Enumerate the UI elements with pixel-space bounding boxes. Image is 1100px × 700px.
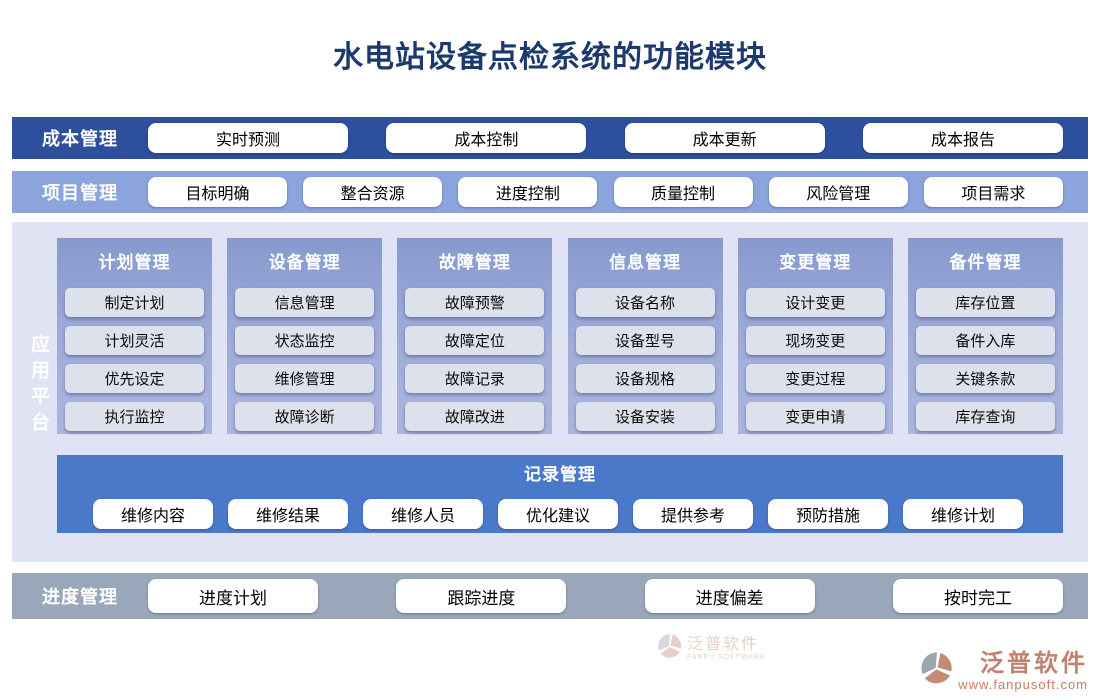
footer-url: www.fanpusoft.com [958,677,1088,692]
project-buttons-group: 目标明确 整合资源 进度控制 质量控制 风险管理 项目需求 [148,177,1063,207]
record-button-repair-personnel[interactable]: 维修人员 [363,499,483,529]
record-management-title: 记录管理 [524,465,596,484]
module-button[interactable]: 设备规格 [575,364,715,393]
center-watermark: 泛普软件 FANPU SOFTWARE [657,630,766,661]
module-button[interactable]: 变更申请 [745,402,885,431]
record-button-repair-plan[interactable]: 维修计划 [903,499,1023,529]
module-button[interactable]: 故障预警 [405,288,545,317]
module-button[interactable]: 优先设定 [65,364,204,393]
center-watermark-sub: FANPU SOFTWARE [687,654,766,661]
footer-watermark: 泛普软件 www.fanpusoft.com [920,651,1088,692]
module-button[interactable]: 状态监控 [235,326,375,355]
column-title-equipment: 设备管理 [268,253,341,272]
progress-button-schedule-deviation[interactable]: 进度偏差 [644,579,815,613]
record-button-repair-result[interactable]: 维修结果 [228,499,348,529]
fanpu-logo-icon [658,633,682,658]
project-button-schedule-control[interactable]: 进度控制 [458,177,598,207]
record-button-provide-reference[interactable]: 提供参考 [633,499,753,529]
column-title-spareparts: 备件管理 [949,253,1022,272]
module-button[interactable]: 库存位置 [915,288,1055,317]
project-button-project-demand[interactable]: 项目需求 [923,177,1063,207]
progress-button-finish-on-time[interactable]: 按时完工 [892,579,1063,613]
column-title-plan: 计划管理 [98,253,171,272]
module-column-information: 信息管理 设备名称 设备型号 设备规格 设备安装 [567,238,723,434]
module-button[interactable]: 故障改进 [405,402,545,431]
project-button-risk-management[interactable]: 风险管理 [768,177,908,207]
module-button[interactable]: 设备型号 [575,326,715,355]
module-button[interactable]: 关键条款 [915,364,1055,393]
progress-management-label: 进度管理 [42,587,118,607]
column-title-information: 信息管理 [609,253,682,272]
module-column-spareparts: 备件管理 库存位置 备件入库 关键条款 库存查询 [907,238,1063,434]
progress-management-bar: 进度管理 进度计划 跟踪进度 进度偏差 按时完工 [12,573,1088,619]
module-button[interactable]: 备件入库 [915,326,1055,355]
module-button[interactable]: 库存查询 [915,402,1055,431]
column-title-change: 变更管理 [779,253,852,272]
cost-button-cost-report[interactable]: 成本报告 [862,123,1063,153]
progress-button-track-progress[interactable]: 跟踪进度 [396,579,567,613]
application-platform-panel: 应用平台 计划管理 制定计划 计划灵活 优先设定 执行监控 设备管理 信息管理 … [12,222,1088,661]
project-management-label: 项目管理 [42,183,118,203]
module-button[interactable]: 设备名称 [575,288,715,317]
module-column-fault: 故障管理 故障预警 故障定位 故障记录 故障改进 [397,238,553,434]
project-button-quality-control[interactable]: 质量控制 [613,177,753,207]
cost-button-cost-control[interactable]: 成本控制 [386,123,587,153]
module-columns: 计划管理 制定计划 计划灵活 优先设定 执行监控 设备管理 信息管理 状态监控 … [57,238,1063,434]
module-button[interactable]: 设备安装 [575,402,715,431]
module-button[interactable]: 维修管理 [235,364,375,393]
module-button[interactable]: 设计变更 [745,288,885,317]
cost-button-realtime-forecast[interactable]: 实时预测 [148,123,348,153]
cost-buttons-group: 实时预测 成本控制 成本更新 成本报告 [148,123,1063,153]
module-column-plan: 计划管理 制定计划 计划灵活 优先设定 执行监控 [57,238,212,434]
module-button[interactable]: 故障记录 [405,364,545,393]
page-title: 水电站设备点检系统的功能模块 [333,41,767,74]
application-platform-label: 应用平台 [28,334,49,438]
project-button-clear-goals[interactable]: 目标明确 [148,177,287,207]
module-column-change: 变更管理 设计变更 现场变更 变更过程 变更申请 [737,238,893,434]
module-column-equipment: 设备管理 信息管理 状态监控 维修管理 故障诊断 [227,238,383,434]
cost-button-cost-update[interactable]: 成本更新 [624,123,825,153]
column-title-fault: 故障管理 [438,253,511,272]
cost-management-label: 成本管理 [42,129,118,149]
footer-brand-name: 泛普软件 [980,650,1088,677]
module-button[interactable]: 计划灵活 [65,326,204,355]
module-button[interactable]: 执行监控 [65,402,204,431]
progress-button-schedule-plan[interactable]: 进度计划 [148,579,318,613]
center-watermark-brand: 泛普软件 [687,636,760,653]
project-button-integrate-resources[interactable]: 整合资源 [303,177,443,207]
module-button[interactable]: 制定计划 [65,288,204,317]
cost-management-bar: 成本管理 实时预测 成本控制 成本更新 成本报告 [12,117,1088,159]
record-button-preventive-measures[interactable]: 预防措施 [768,499,888,529]
record-button-optimization-advice[interactable]: 优化建议 [498,499,618,529]
module-button[interactable]: 故障诊断 [235,402,375,431]
module-button[interactable]: 故障定位 [405,326,545,355]
record-buttons-group: 维修内容 维修结果 维修人员 优化建议 提供参考 预防措施 维修计划 [93,499,1023,529]
fanpu-logo-icon [921,652,952,684]
module-button[interactable]: 变更过程 [745,364,885,393]
record-management-bar: 记录管理 维修内容 维修结果 维修人员 优化建议 提供参考 预防措施 维修计划 [57,455,1063,533]
progress-buttons-group: 进度计划 跟踪进度 进度偏差 按时完工 [148,579,1063,613]
module-button[interactable]: 信息管理 [235,288,375,317]
module-button[interactable]: 现场变更 [745,326,885,355]
project-management-bar: 项目管理 目标明确 整合资源 进度控制 质量控制 风险管理 项目需求 [12,171,1088,213]
record-button-repair-content[interactable]: 维修内容 [93,499,213,529]
